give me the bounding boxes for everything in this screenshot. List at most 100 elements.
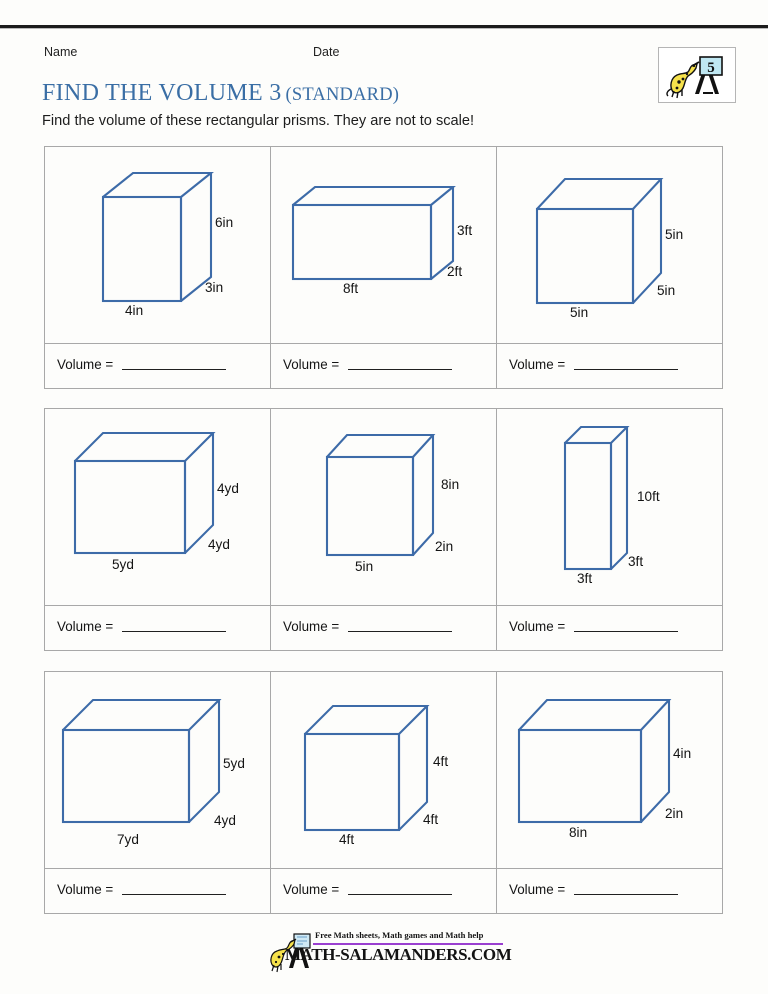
answer-blank-5[interactable]: [347, 619, 452, 632]
footer-divider: [313, 943, 503, 945]
answer-prefix-7: Volume =: [57, 882, 117, 897]
footer-url[interactable]: MATH-SALAMANDERS.COM: [285, 945, 512, 964]
page-top-rule: [0, 25, 768, 29]
answer-blank-4[interactable]: [121, 619, 226, 632]
label-height-9: 4in: [673, 746, 692, 761]
label-height-1: 6in: [215, 215, 234, 230]
answer-blank-7[interactable]: [121, 882, 226, 895]
problem-cell-6: 10ft 3ft 3ft: [496, 408, 723, 606]
problem-row-1: 6in 3in 4in 3ft 2ft: [44, 146, 723, 389]
label-height-8: 4ft: [433, 754, 449, 769]
prism-figure-3: [497, 147, 722, 343]
label-width-7: 7yd: [117, 832, 139, 847]
answer-row: Volume = Volume = Volume =: [44, 343, 723, 389]
answer-prefix-2: Volume =: [283, 357, 343, 372]
problem-cell-4: 4yd 4yd 5yd: [44, 408, 271, 606]
page-title-main: FIND THE VOLUME 3: [42, 80, 282, 106]
label-depth-7: 4yd: [214, 813, 236, 828]
label-depth-4: 4yd: [208, 537, 230, 552]
answer-prefix-4: Volume =: [57, 619, 117, 634]
answer-cell-1[interactable]: Volume =: [44, 343, 271, 389]
answer-label-1: Volume =: [57, 357, 226, 372]
problem-cell-9: 4in 2in 8in: [496, 671, 723, 869]
problem-row-2: 4yd 4yd 5yd 8in 2in: [44, 408, 723, 651]
problem-cell-3: 5in 5in 5in: [496, 146, 723, 344]
prism-figure-7: [45, 672, 270, 868]
prism-figure-4: [45, 409, 270, 605]
answer-blank-2[interactable]: [347, 357, 452, 370]
prism-figure-8: [271, 672, 496, 868]
answer-blank-6[interactable]: [573, 619, 678, 632]
prism-figure-6: [497, 409, 722, 605]
prism-figure-9: [497, 672, 722, 868]
figure-row: 6in 3in 4in 3ft 2ft: [44, 146, 723, 344]
label-width-9: 8in: [569, 825, 588, 840]
label-width-2: 8ft: [343, 281, 359, 296]
answer-cell-6[interactable]: Volume =: [496, 605, 723, 651]
problem-cell-7: 5yd 4yd 7yd: [44, 671, 271, 869]
answer-cell-4[interactable]: Volume =: [44, 605, 271, 651]
label-depth-2: 2ft: [447, 264, 463, 279]
label-width-1: 4in: [125, 303, 144, 318]
answer-label-2: Volume =: [283, 357, 452, 372]
answer-label-4: Volume =: [57, 619, 226, 634]
label-height-3: 5in: [665, 227, 684, 242]
answer-prefix-8: Volume =: [283, 882, 343, 897]
label-depth-8: 4ft: [423, 812, 439, 827]
label-height-2: 3ft: [457, 223, 473, 238]
answer-blank-9[interactable]: [573, 882, 678, 895]
page-title-sub: (STANDARD): [285, 85, 400, 105]
label-height-4: 4yd: [217, 481, 239, 496]
answer-label-6: Volume =: [509, 619, 678, 634]
answer-prefix-3: Volume =: [509, 357, 569, 372]
label-width-3: 5in: [570, 305, 589, 320]
answer-label-7: Volume =: [57, 882, 226, 897]
prism-figure-1: [45, 147, 270, 343]
label-height-6: 10ft: [637, 489, 660, 504]
answer-prefix-1: Volume =: [57, 357, 117, 372]
label-depth-9: 2in: [665, 806, 684, 821]
answer-cell-9[interactable]: Volume =: [496, 868, 723, 914]
answer-cell-5[interactable]: Volume =: [270, 605, 497, 651]
prism-figure-5: [271, 409, 496, 605]
label-width-4: 5yd: [112, 557, 134, 572]
answer-label-3: Volume =: [509, 357, 678, 372]
answer-label-9: Volume =: [509, 882, 678, 897]
answer-prefix-6: Volume =: [509, 619, 569, 634]
answer-blank-8[interactable]: [347, 882, 452, 895]
answer-cell-3[interactable]: Volume =: [496, 343, 723, 389]
answer-blank-1[interactable]: [121, 357, 226, 370]
answer-cell-8[interactable]: Volume =: [270, 868, 497, 914]
footer-tagline: Free Math sheets, Math games and Math he…: [315, 930, 484, 940]
answer-prefix-5: Volume =: [283, 619, 343, 634]
answer-blank-3[interactable]: [573, 357, 678, 370]
problem-row-3: 5yd 4yd 7yd 4ft 4ft: [44, 671, 723, 914]
answer-row: Volume = Volume = Volume =: [44, 605, 723, 651]
page-title: FIND THE VOLUME 3 (STANDARD): [42, 80, 399, 107]
figure-row: 4yd 4yd 5yd 8in 2in: [44, 408, 723, 606]
problem-cell-8: 4ft 4ft 4ft: [270, 671, 497, 869]
label-depth-1: 3in: [205, 280, 224, 295]
label-depth-3: 5in: [657, 283, 676, 298]
date-field-label: Date: [313, 45, 340, 59]
label-depth-6: 3ft: [628, 554, 644, 569]
label-height-7: 5yd: [223, 756, 245, 771]
math-salamanders-footer-logo-icon: [265, 928, 317, 979]
label-depth-5: 2in: [435, 539, 454, 554]
label-height-5: 8in: [441, 477, 460, 492]
figure-row: 5yd 4yd 7yd 4ft 4ft: [44, 671, 723, 869]
math-salamanders-grade-logo-icon: 5: [658, 47, 736, 103]
problem-cell-2: 3ft 2ft 8ft: [270, 146, 497, 344]
answer-cell-2[interactable]: Volume =: [270, 343, 497, 389]
label-width-5: 5in: [355, 559, 374, 574]
page-instructions: Find the volume of these rectangular pri…: [42, 113, 475, 129]
name-field-label: Name: [44, 45, 78, 59]
answer-cell-7[interactable]: Volume =: [44, 868, 271, 914]
label-width-6: 3ft: [577, 571, 593, 586]
answer-label-8: Volume =: [283, 882, 452, 897]
label-width-8: 4ft: [339, 832, 355, 847]
prism-figure-2: [271, 147, 496, 343]
problem-cell-1: 6in 3in 4in: [44, 146, 271, 344]
answer-label-5: Volume =: [283, 619, 452, 634]
